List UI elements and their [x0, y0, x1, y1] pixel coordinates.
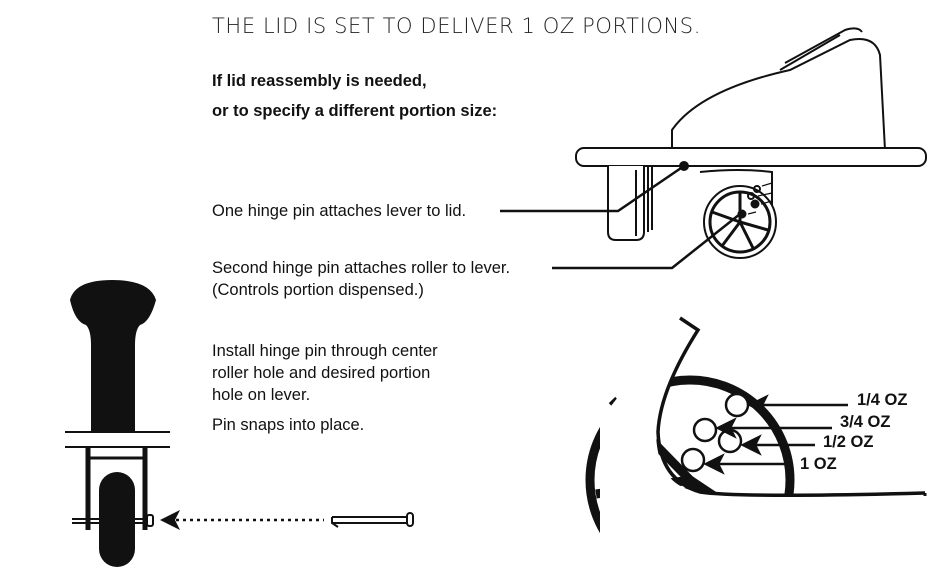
install-illustration [65, 280, 414, 567]
portion-label-one: 1 OZ [800, 455, 837, 473]
callout-hinge-roller: Second hinge pin attaches roller to leve… [212, 259, 511, 277]
portion-label-three-quarter: 3/4 OZ [840, 413, 891, 431]
install-line-3: hole on lever. [212, 386, 311, 404]
portion-label-half: 1/2 OZ [823, 433, 874, 451]
intro-line-1: If lid reassembly is needed, [212, 72, 427, 90]
callout-hinge-roller-note: (Controls portion dispensed.) [212, 281, 424, 299]
intro-line-2: or to specify a different portion size: [212, 102, 498, 120]
closeup-illustration [585, 316, 938, 586]
install-line-2: roller hole and desired portion [212, 364, 431, 382]
lid-illustration [575, 27, 927, 259]
install-line-4: Pin snaps into place. [212, 416, 365, 434]
callout-leaders [500, 164, 741, 270]
page-heading: THE LID IS SET TO DELIVER 1 OZ PORTIONS. [212, 14, 702, 38]
callout-hinge-lid: One hinge pin attaches lever to lid. [212, 202, 467, 220]
install-line-1: Install hinge pin through center [212, 342, 438, 360]
portion-label-quarter: 1/4 OZ [857, 391, 908, 409]
